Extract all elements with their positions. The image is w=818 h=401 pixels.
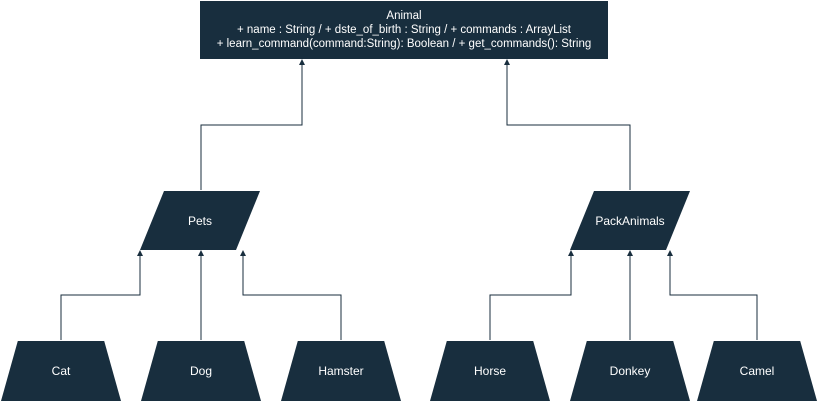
animal-class-attributes: + name : String / + dste_of_birth : Stri… <box>237 24 571 36</box>
horse-node[interactable]: Horse <box>430 341 550 401</box>
donkey-node[interactable]: Donkey <box>570 341 690 401</box>
cat-label: Cat <box>51 364 71 378</box>
pack-animals-label: PackAnimals <box>595 213 665 228</box>
edge-hamster-to-pets <box>240 250 342 340</box>
dog-node[interactable]: Dog <box>141 341 261 401</box>
edge-pets-to-animal <box>200 59 305 190</box>
cat-node[interactable]: Cat <box>1 341 121 401</box>
animal-class-title: Animal <box>386 10 422 22</box>
edge-horse-to-pack <box>489 250 574 340</box>
edge-pack-to-animal <box>504 59 631 190</box>
dog-label: Dog <box>189 364 212 378</box>
edge-cat-to-pets <box>60 250 143 340</box>
camel-node[interactable]: Camel <box>697 341 817 401</box>
pets-label: Pets <box>187 213 212 228</box>
hamster-label: Hamster <box>318 364 364 378</box>
animal-class-methods: + learn_command(command:String): Boolean… <box>216 38 592 50</box>
donkey-label: Donkey <box>609 364 651 378</box>
animal-class-box[interactable]: Animal + name : String / + dste_of_birth… <box>200 1 608 59</box>
hamster-node[interactable]: Hamster <box>281 341 401 401</box>
edge-camel-to-pack <box>667 250 758 340</box>
camel-label: Camel <box>739 364 775 378</box>
horse-label: Horse <box>473 364 506 378</box>
